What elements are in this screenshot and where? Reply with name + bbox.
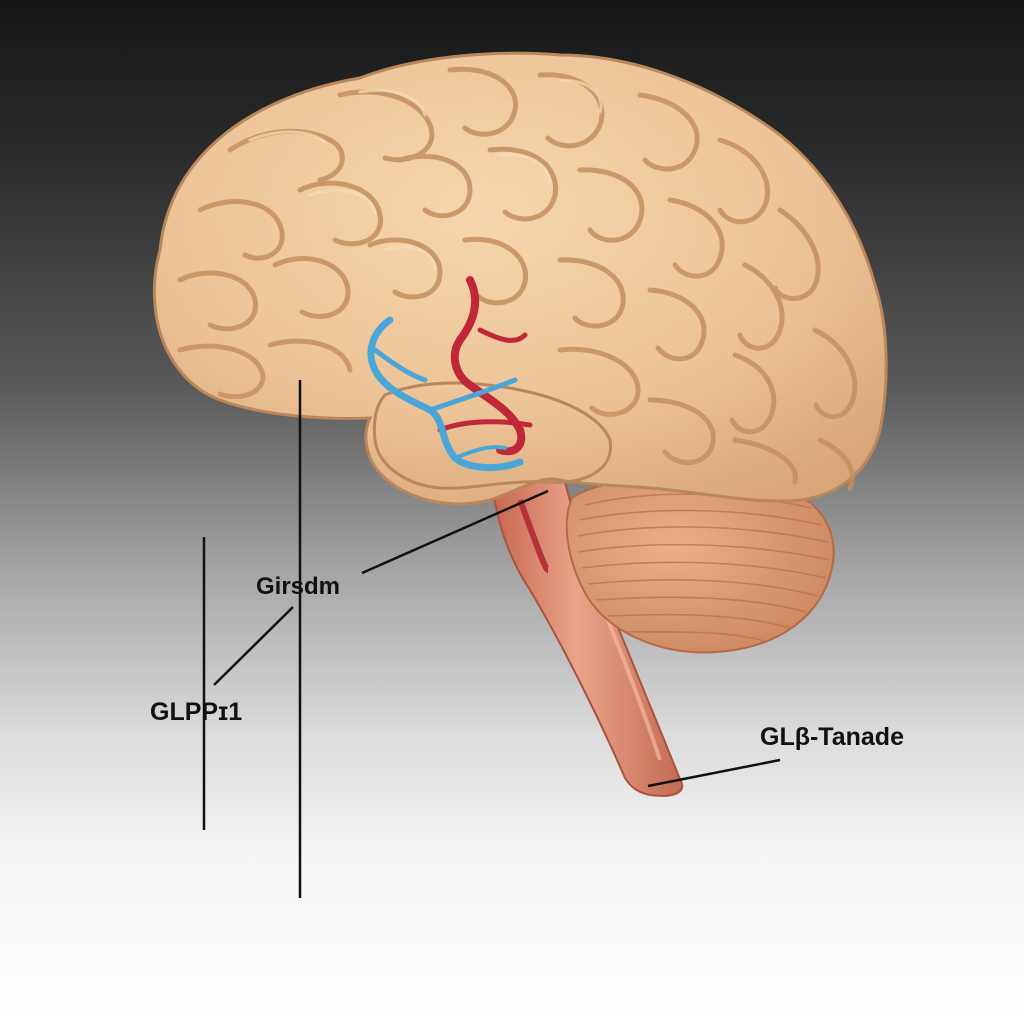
label-glpp: GLPPɪ1 bbox=[150, 698, 243, 726]
label-girsdm: Girsdm bbox=[256, 573, 341, 600]
leader-lines bbox=[202, 380, 781, 898]
leader-line-girsdm bbox=[361, 489, 549, 575]
label-glb-tanade: GLβ-Tanade bbox=[760, 723, 904, 751]
cerebellum bbox=[565, 475, 835, 654]
cerebrum bbox=[152, 51, 888, 506]
leader-line-glb-tanade bbox=[647, 758, 781, 788]
leader-line-glpp bbox=[213, 606, 294, 686]
blood-vessels bbox=[367, 276, 533, 472]
